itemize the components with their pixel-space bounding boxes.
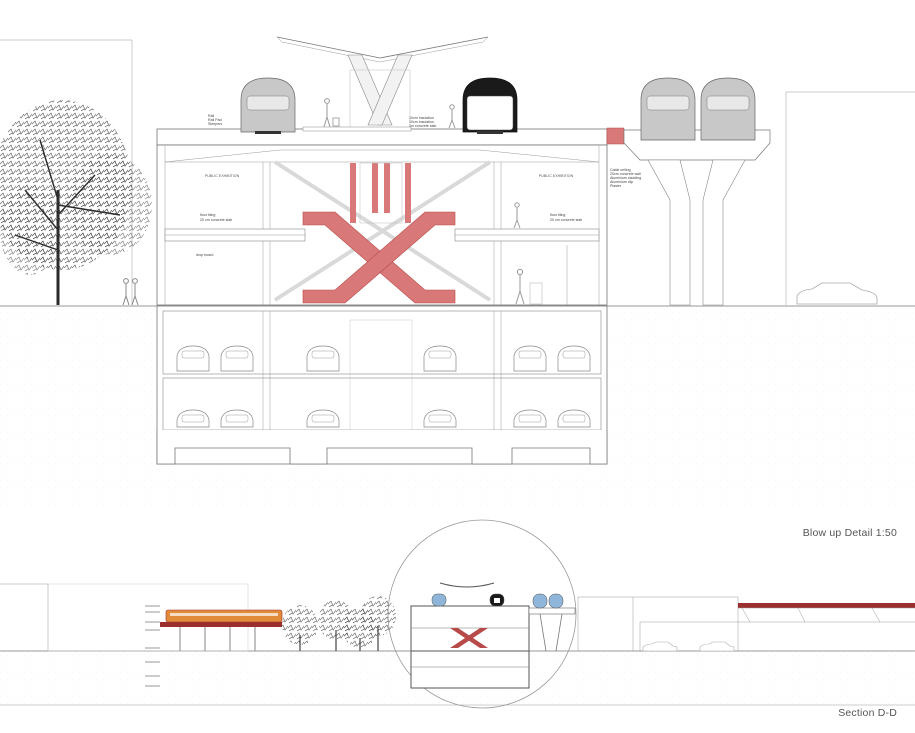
svg-text:1m concrete slab: 1m concrete slab (409, 124, 436, 128)
parked-cars (176, 345, 591, 428)
car-icon (220, 345, 254, 372)
person-icon (448, 104, 456, 129)
car-icon (306, 409, 340, 428)
rail-viaduct-left (160, 622, 282, 627)
car-icon (423, 345, 457, 372)
elevated-guideway (623, 129, 771, 306)
car-icon (796, 282, 878, 305)
svg-text:20 cm concrete slab: 20 cm concrete slab (200, 218, 232, 222)
tree-icon (360, 596, 396, 651)
train-icon (462, 77, 518, 134)
mini-guideway (528, 593, 576, 652)
car-icon (220, 409, 254, 428)
station-hall (156, 144, 608, 306)
train-icon (240, 77, 296, 134)
train-icon (640, 77, 696, 141)
facade-annotation: Cable ceiling 20cm concrete wall Alumini… (610, 168, 641, 188)
svg-text:Aluminium cladding: Aluminium cladding (610, 176, 641, 180)
svg-text:20 cm concrete slab: 20 cm concrete slab (550, 218, 582, 222)
tree-icon (0, 100, 152, 305)
train-icon (165, 609, 283, 623)
mini-station (410, 582, 530, 689)
blow-up-caption: Blow up Detail 1:50 (802, 527, 897, 539)
rail-viaduct-right (738, 603, 915, 623)
car-icon (176, 409, 210, 428)
svg-text:Rail: Rail (208, 114, 214, 118)
roof-slab (156, 128, 608, 146)
exhibition-right-label: PUBLIC EXHIBITION (539, 174, 574, 178)
svg-text:Plaster: Plaster (610, 184, 622, 188)
platform (302, 126, 412, 132)
svg-text:10cm insulation: 10cm insulation (409, 120, 434, 124)
roof-annotation: 10cm insulation 10cm insulation 1m concr… (409, 116, 436, 128)
car-icon (306, 345, 340, 372)
escalators (302, 211, 456, 304)
car-icon (176, 345, 210, 372)
blow-up-detail: Rail Rail Pad Sleepers 10cm insulation 1… (0, 36, 915, 506)
level-markers (145, 605, 160, 687)
train-icon (700, 77, 756, 141)
person-icon (323, 98, 340, 128)
detail-callout-circle (387, 519, 577, 709)
track-annotation: Rail Rail Pad Sleepers (208, 114, 222, 126)
drop-board-label: drop board (196, 253, 213, 257)
car-icon (513, 345, 547, 372)
background-building-right (785, 91, 915, 305)
car-icon (423, 409, 457, 428)
svg-text:10cm insulation: 10cm insulation (409, 116, 434, 120)
svg-text:floor tiling: floor tiling (200, 213, 215, 217)
car-icon (557, 409, 591, 428)
car-icon (557, 345, 591, 372)
svg-text:Aluminium clip: Aluminium clip (610, 180, 633, 184)
stair-cores (350, 162, 411, 224)
car-icon (642, 641, 735, 652)
section-d-d (0, 519, 915, 709)
svg-text:Sleepers: Sleepers (208, 122, 222, 126)
svg-text:floor tiling: floor tiling (550, 213, 565, 217)
floor-annotation-right: floor tiling 20 cm concrete slab (550, 213, 582, 222)
svg-text:Rail Pad: Rail Pad (208, 118, 222, 122)
section-caption: Section D-D (838, 707, 897, 719)
car-icon (513, 409, 547, 428)
svg-text:Cable ceiling: Cable ceiling (610, 168, 631, 172)
tree-icon (282, 605, 318, 651)
svg-text:20cm concrete wall: 20cm concrete wall (610, 172, 641, 176)
floor-annotation-left: floor tiling 20 cm concrete slab (200, 213, 232, 222)
exhibition-left-label: PUBLIC EXHIBITION (205, 174, 240, 178)
tree-row (282, 596, 396, 651)
person-icon (513, 202, 525, 305)
station-canopy (276, 36, 489, 129)
facade-detail-box (606, 127, 625, 145)
person-icon (122, 278, 139, 306)
parking-levels (156, 305, 608, 465)
